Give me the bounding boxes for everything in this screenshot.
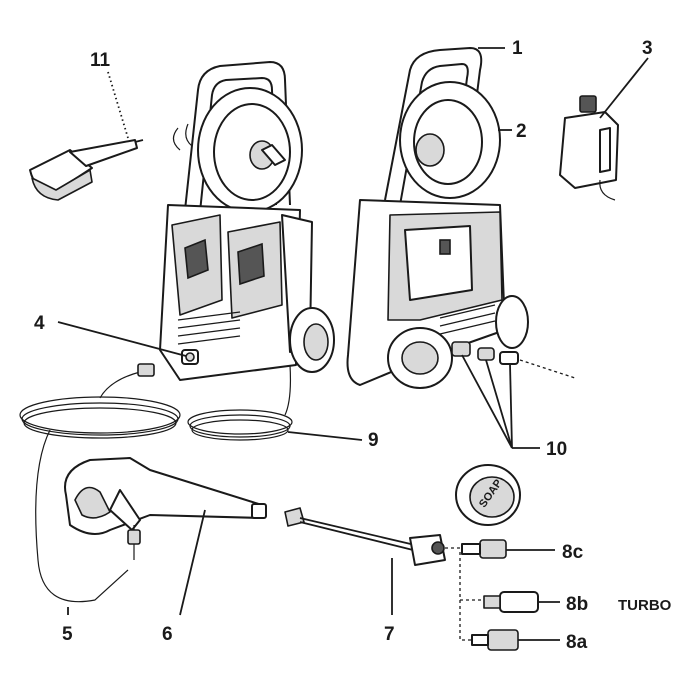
supply-hose-coil [19,363,181,603]
callout-9: 9 [368,430,379,451]
callout-3: 3 [642,38,653,59]
leader-10a [461,354,513,449]
spray-lance [284,507,478,566]
nozzle-8a [471,629,519,651]
leader-4 [57,321,187,357]
high-pressure-hose-coil [187,364,293,441]
callout-1: 1 [512,38,523,59]
leader-11 [107,71,129,139]
callout-8b: 8b [566,594,588,615]
callout-4: 4 [34,313,45,334]
callout-7: 7 [384,624,395,645]
callout-2: 2 [516,121,527,142]
callout-8c: 8c [562,542,584,563]
callout-5: 5 [62,624,73,645]
callout-10: 10 [546,439,567,460]
callout-11: 11 [90,50,111,71]
nozzle-8c [461,539,507,559]
machine-back-view [346,47,576,389]
leader-3 [599,57,649,119]
turbo-label: TURBO [618,597,672,614]
spray-gun [64,457,267,560]
leader-9 [287,431,363,441]
leader-6 [179,509,206,616]
callout-8a: 8a [566,632,588,653]
nozzle-guide-lines [459,552,484,641]
machine-front-view [159,61,335,381]
detergent-tank [559,95,619,201]
callout-6: 6 [162,624,173,645]
nozzle-8b-turbo [483,591,539,613]
brush-attachment [29,139,144,201]
leader-10b [485,359,513,449]
soap-nozzle-cap: SOAP [455,464,521,526]
leader-10c [509,363,513,449]
